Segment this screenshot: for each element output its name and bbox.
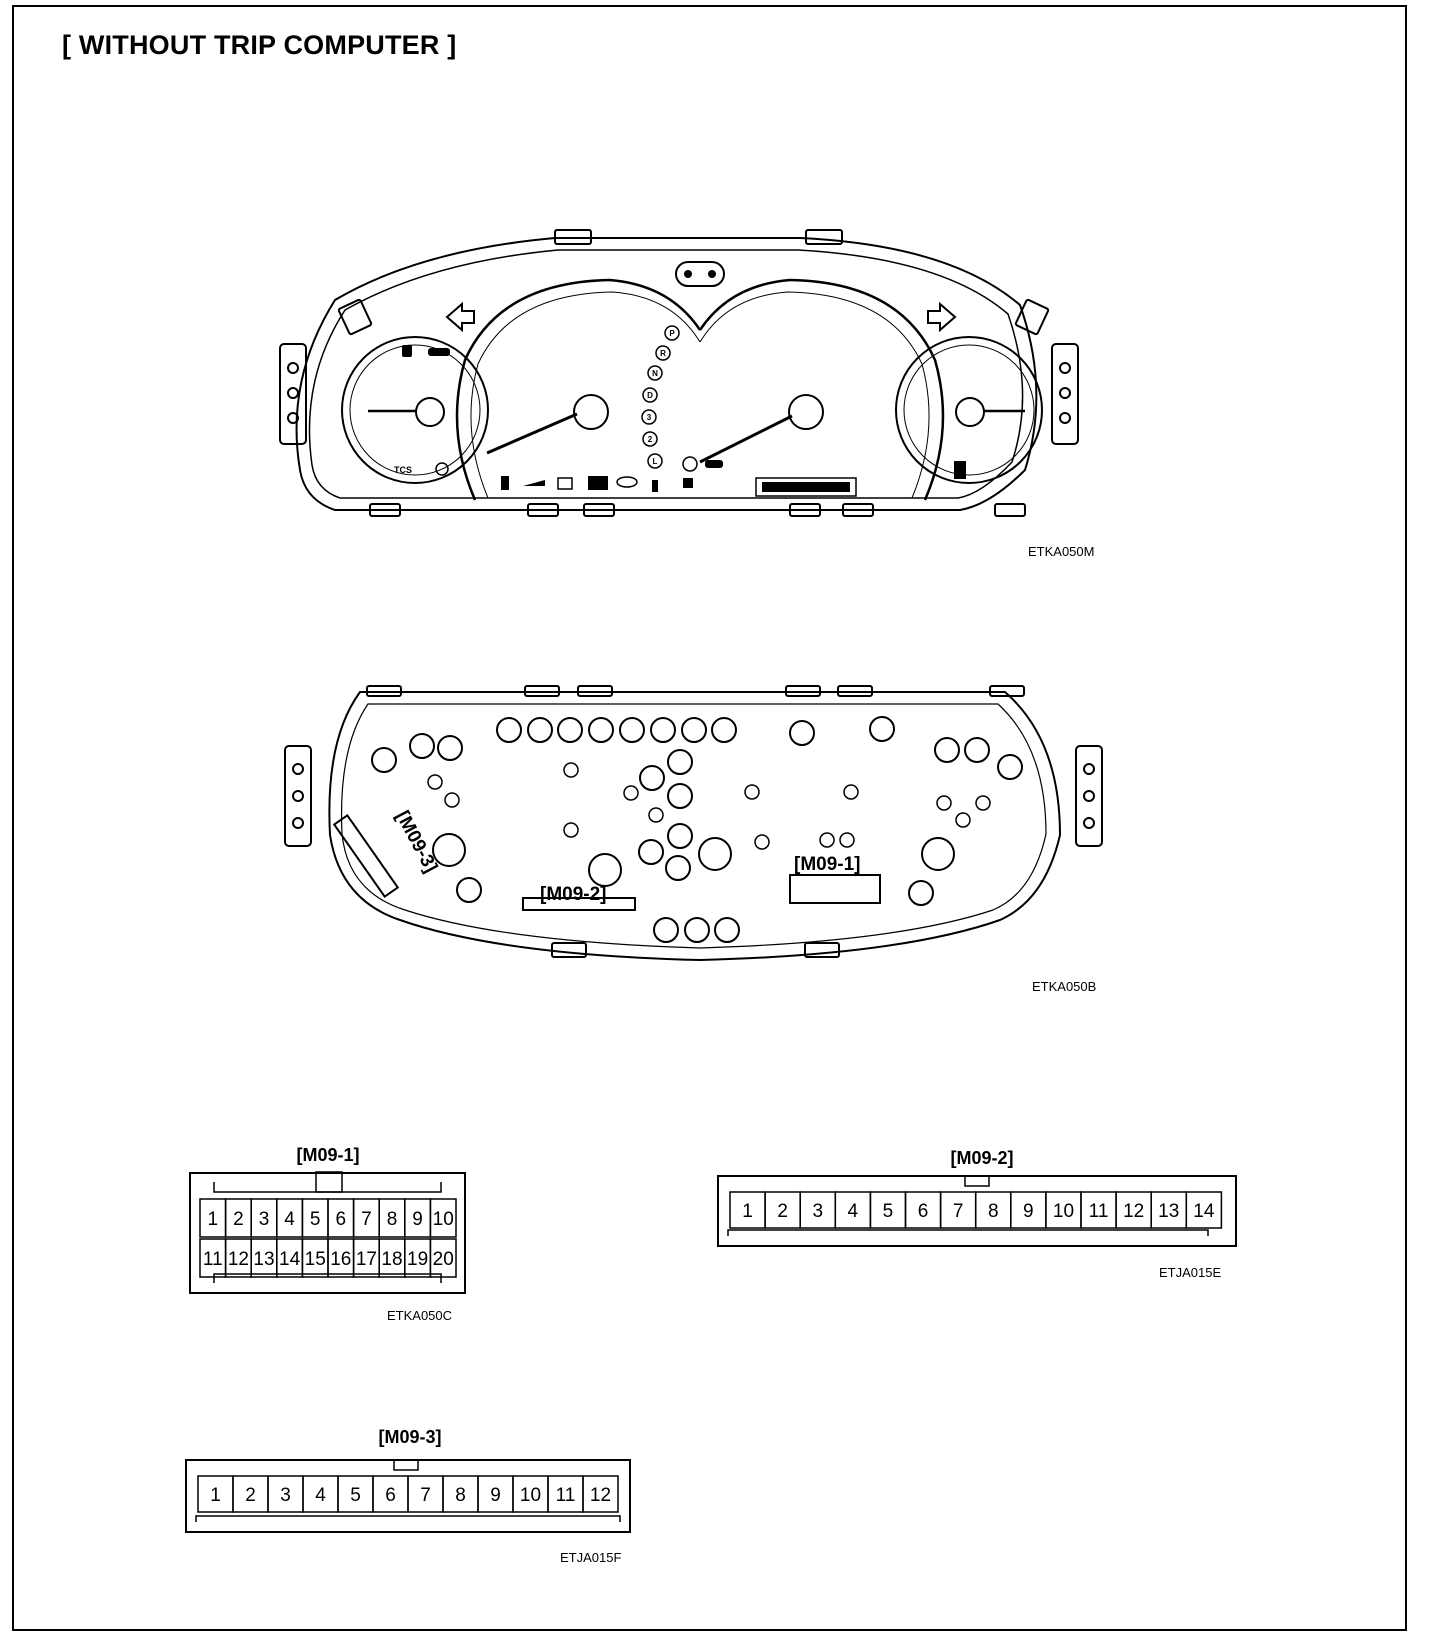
m09-1-pin-16: 16 <box>330 1249 351 1270</box>
m09-2-pin-8: 8 <box>988 1201 999 1222</box>
washer-fluid-icon <box>705 460 723 468</box>
gear-indicator-p: P <box>669 329 675 338</box>
gear-indicator-3: 3 <box>647 413 652 422</box>
cruise-icon <box>652 480 658 492</box>
m09-1-pin-15: 15 <box>305 1249 326 1270</box>
gear-indicator-d: D <box>647 391 653 400</box>
m09-1-pin-10-cell <box>429 1198 457 1238</box>
gear-indicator-circle <box>647 453 663 469</box>
m09-1-pin-5: 5 <box>310 1209 321 1230</box>
abs-icon <box>682 456 698 472</box>
m09-2-pin-3: 3 <box>812 1201 823 1222</box>
m09-3-pin-8: 8 <box>455 1485 466 1506</box>
odometer-digits-icon <box>762 482 850 492</box>
m09-1-pin-11: 11 <box>203 1249 223 1270</box>
m09-2-pin-5: 5 <box>883 1201 894 1222</box>
figure-code-rear: ETKA050B <box>1032 979 1097 994</box>
gear-indicator-circle <box>655 345 671 361</box>
m09-1-pin-1: 1 <box>208 1209 219 1230</box>
gear-indicator-circle <box>642 387 658 403</box>
m09-2-pin-10: 10 <box>1053 1201 1074 1222</box>
page-title: [ WITHOUT TRIP COMPUTER ] <box>62 30 457 60</box>
m09-2-pin-14: 14 <box>1193 1201 1215 1222</box>
m09-1-pin-20-cell <box>429 1238 457 1278</box>
oil-pressure-icon <box>523 480 545 486</box>
m09-1-pin-7: 7 <box>361 1209 372 1230</box>
check-engine-icon <box>588 476 608 490</box>
brake-warning-icon <box>435 462 449 476</box>
gear-indicator-r: R <box>660 349 666 358</box>
m09-1-pin-18: 18 <box>381 1249 402 1270</box>
m09-3-pin-5: 5 <box>350 1485 361 1506</box>
m09-3-pin-9: 9 <box>490 1485 501 1506</box>
gear-indicator-circle <box>641 409 657 425</box>
m09-1-pin-20: 20 <box>433 1249 454 1270</box>
m09-3-pin-11: 11 <box>556 1485 576 1506</box>
gear-indicator-l: L <box>653 457 658 466</box>
m09-1-pin-19: 19 <box>407 1249 428 1270</box>
tcs-indicator-label: TCS <box>394 465 412 475</box>
m09-2-pin-13: 13 <box>1158 1201 1179 1222</box>
m09-3-pin-6: 6 <box>385 1485 396 1506</box>
airbag-icon <box>616 476 638 488</box>
m09-2-pin-12: 12 <box>1123 1201 1144 1222</box>
m09-2-pin-6: 6 <box>918 1201 929 1222</box>
seatbelt-icon <box>501 476 509 490</box>
m09-1-pin-10: 10 <box>433 1209 454 1230</box>
m09-3-pin-12: 12 <box>590 1485 611 1506</box>
m09-3-pin-2: 2 <box>245 1485 256 1506</box>
m09-1-pin-2: 2 <box>233 1209 244 1230</box>
m09-1-pin-13: 13 <box>253 1249 274 1270</box>
high-beam-icon <box>684 270 692 278</box>
glow-plug-icon <box>683 478 693 488</box>
m09-2-pin-14-cell <box>1185 1191 1223 1229</box>
m09-2-pin-9: 9 <box>1023 1201 1034 1222</box>
connector-m09-1-label: [M09-1] <box>296 1145 360 1165</box>
callout-m09-1: [M09-1] <box>794 854 861 875</box>
door-open-icon <box>402 345 412 357</box>
callout-m09-2: [M09-2] <box>540 884 607 905</box>
page-frame <box>12 5 1407 1631</box>
m09-3-pin-1: 1 <box>210 1485 221 1506</box>
m09-1-pin-3: 3 <box>259 1209 270 1230</box>
m09-1-pin-17: 17 <box>356 1249 377 1270</box>
m09-3-pin-12-cell <box>582 1475 619 1513</box>
connector-m09-2-code: ETJA015E <box>1159 1265 1222 1280</box>
figure-code-front: ETKA050M <box>1028 544 1095 559</box>
m09-1-pin-6: 6 <box>336 1209 347 1230</box>
m09-1-pin-14: 14 <box>279 1249 301 1270</box>
m09-2-pin-4: 4 <box>848 1201 859 1222</box>
low-beam-icon <box>708 270 716 278</box>
gear-indicator-circle <box>664 325 680 341</box>
m09-1-pin-4: 4 <box>284 1209 295 1230</box>
m09-1-pin-9: 9 <box>412 1209 423 1230</box>
connector-m09-2-label: [M09-2] <box>950 1148 1014 1168</box>
m09-1-pin-8: 8 <box>387 1209 398 1230</box>
m09-3-pin-10: 10 <box>520 1485 541 1506</box>
connector-m09-1-code: ETKA050C <box>387 1308 453 1323</box>
m09-1-pin-12: 12 <box>228 1249 249 1270</box>
m09-3-pin-4: 4 <box>315 1485 326 1506</box>
m09-3-pin-7: 7 <box>420 1485 431 1506</box>
gear-indicator-2: 2 <box>648 435 653 444</box>
trunk-open-icon <box>428 348 450 356</box>
gear-indicator-n: N <box>652 369 658 378</box>
connector-m09-3-label: [M09-3] <box>378 1427 442 1447</box>
m09-2-pin-11: 11 <box>1089 1201 1109 1222</box>
m09-2-pin-1: 1 <box>742 1201 753 1222</box>
m09-3-pin-3: 3 <box>280 1485 291 1506</box>
battery-icon <box>557 477 573 490</box>
fuel-pump-icon <box>954 461 966 479</box>
gear-indicator-circle <box>642 431 658 447</box>
connector-m09-1-body <box>189 1172 466 1294</box>
m09-2-pin-7: 7 <box>953 1201 964 1222</box>
connector-m09-3-code: ETJA015F <box>560 1550 622 1565</box>
m09-2-pin-2: 2 <box>777 1201 788 1222</box>
gear-indicator-circle <box>647 365 663 381</box>
